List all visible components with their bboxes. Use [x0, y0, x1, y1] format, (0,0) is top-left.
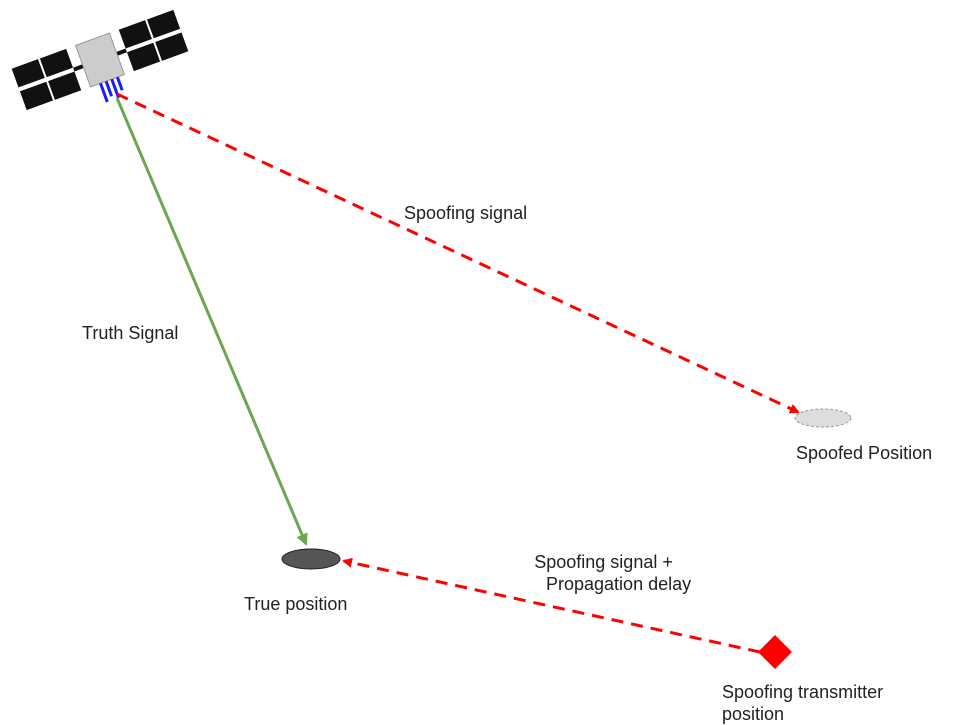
- spoofed-position-marker: [794, 408, 852, 428]
- spoofing-signal-label: Spoofing signal: [404, 203, 528, 223]
- spoofing-signal-arrow: [116, 92, 800, 414]
- true-position-marker: [281, 548, 341, 570]
- propagation-delay-arrow: [342, 557, 761, 654]
- propagation-delay-label: Spoofing signal + Propagation delay: [516, 551, 691, 595]
- propagation-delay-label-line2: Propagation delay: [546, 574, 692, 594]
- truth-signal-label: Truth Signal: [82, 323, 179, 343]
- true-position-label: True position: [244, 594, 348, 614]
- spoofed-position-label: Spoofed Position: [796, 443, 933, 463]
- satellite-icon: [11, 9, 189, 111]
- diamond-icon: [758, 635, 792, 669]
- transmitter-label-line2: position: [722, 704, 785, 724]
- transmitter-label: Spoofing transmitter position: [722, 681, 883, 725]
- truth-signal-arrow: [115, 97, 308, 546]
- propagation-delay-label-line1: Spoofing signal +: [534, 552, 673, 572]
- transmitter-label-line1: Spoofing transmitter: [722, 682, 884, 702]
